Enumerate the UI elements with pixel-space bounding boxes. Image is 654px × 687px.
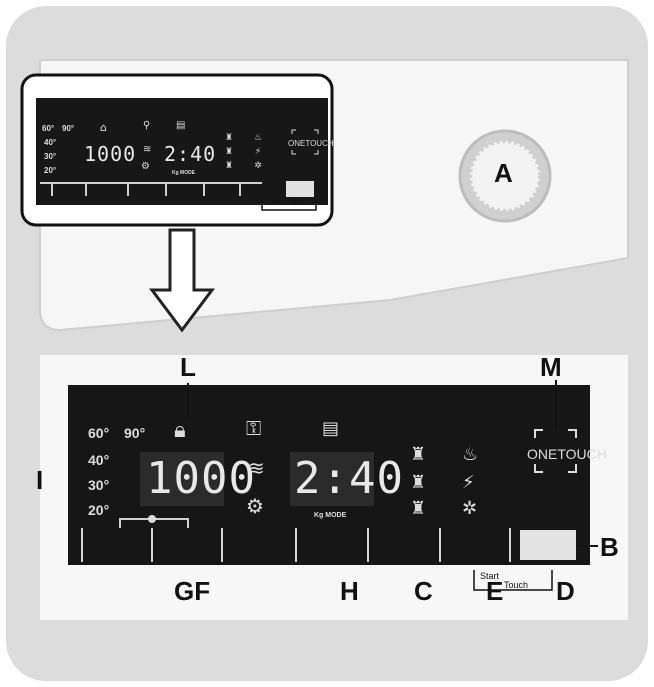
mini-key-icon: ⚲ (143, 120, 151, 131)
mini-temp-60[interactable]: 60° (42, 124, 55, 133)
mini-wifi-icon: ≋ (143, 144, 152, 155)
start-label: Start (480, 571, 500, 581)
temp-60-label[interactable]: 60° (88, 425, 110, 441)
mini-eco-icon: ▤ (176, 120, 186, 131)
shirt-light-icon[interactable]: ♜ (410, 498, 427, 519)
mini-shirt-icons: ♜♜♜ (225, 133, 234, 171)
mini-steam-icons: ♨⚡✲ (254, 133, 263, 171)
callout-b: B (600, 532, 619, 562)
mini-lock-icon: ⌂ (100, 121, 107, 134)
time-display-box (290, 452, 374, 506)
callout-m: M (540, 352, 562, 382)
mini-touch-label: Touch (290, 199, 304, 205)
mini-remote-icon: ⚙ (141, 161, 150, 172)
mini-control-panel (36, 98, 328, 205)
mini-spin-display: 1000 (84, 142, 137, 166)
temp-30-label[interactable]: 30° (88, 477, 110, 493)
remaining-time-display: 2:40 (294, 453, 404, 504)
wifi-icon: ≋ (248, 456, 265, 480)
mini-temp-20[interactable]: 20° (44, 166, 57, 175)
mini-start-label: Start (270, 199, 281, 205)
steam-icon[interactable]: ♨ (462, 444, 479, 465)
zoom-arrow (149, 228, 215, 333)
key-icon: ⚿ (246, 416, 262, 440)
mini-time-sublabel: Kg MODE (172, 170, 196, 176)
callout-i: I (36, 465, 44, 495)
spin-speed-display: 1000 (146, 453, 256, 504)
mini-start-button (286, 181, 314, 197)
mini-onetouch-label[interactable]: ONETOUCH (288, 139, 334, 148)
callout-e: E (486, 576, 504, 606)
shirt-heavy-icon[interactable]: ♜ (410, 444, 427, 465)
temp-40-label[interactable]: 40° (88, 452, 110, 468)
callout-c: C (414, 576, 433, 606)
kg-mode-label: Kg MODE (314, 512, 347, 519)
mini-temp-90[interactable]: 90° (62, 124, 75, 133)
callout-h: H (340, 576, 359, 606)
mini-time-display: 2:40 (164, 142, 217, 166)
temp-20-label[interactable]: 20° (88, 502, 110, 518)
shirt-medium-icon[interactable]: ♜ (410, 472, 427, 493)
mini-temp-30[interactable]: 30° (44, 152, 57, 161)
start-button (520, 530, 576, 560)
touch-label: Touch (504, 580, 529, 590)
eco-icon: ▤ (322, 418, 340, 439)
fan-icon[interactable]: ✲ (462, 498, 478, 519)
callout-gf: GF (174, 576, 211, 606)
temp-90-label[interactable]: 90° (124, 425, 146, 441)
callout-d: D (556, 576, 575, 606)
callout-a: A (494, 158, 513, 188)
callout-l: L (180, 352, 196, 382)
dial-knurl (468, 139, 542, 213)
child-lock-icon[interactable]: 🔒︎ (174, 418, 186, 443)
lightning-icon[interactable]: ⚡ (462, 472, 475, 493)
remote-control-icon: ⚙ (246, 494, 264, 518)
onetouch-label[interactable]: ONETOUCH (527, 446, 607, 462)
spin-display-box (140, 452, 224, 506)
mini-temp-40[interactable]: 40° (44, 138, 57, 147)
